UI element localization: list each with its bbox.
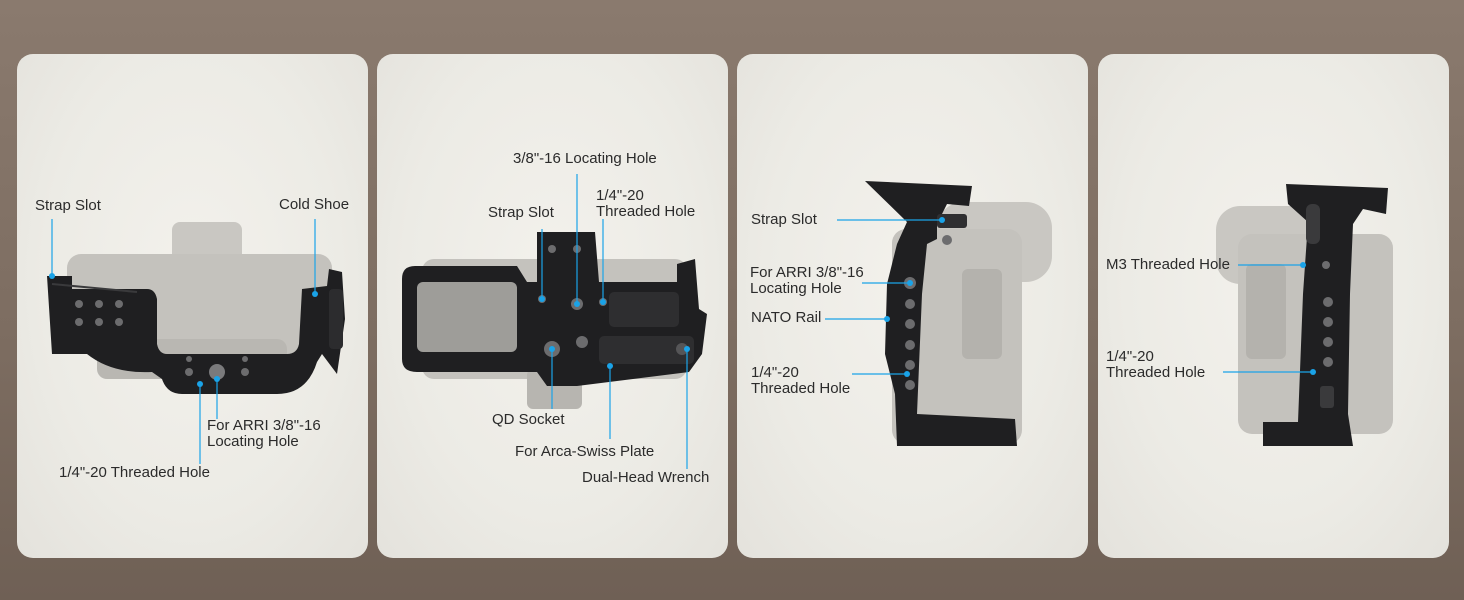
- camera-cage-right-side-illustration: [1216, 184, 1393, 446]
- label-arri-locating-hole: For ARRI 3/8"-16 Locating Hole: [750, 264, 864, 297]
- label-threaded-hole: 1/4"-20 Threaded Hole: [59, 464, 210, 481]
- label-cold-shoe: Cold Shoe: [279, 196, 350, 213]
- camera-cage-left-side-illustration: [825, 181, 1052, 446]
- panel-left-side-view: Strap Slot For ARRI 3/8"-16 Locating Hol…: [737, 54, 1088, 558]
- panel-right-side-view: M3 Threaded Hole 1/4"-20 Threaded Hole: [1098, 54, 1449, 558]
- label-strap-slot: Strap Slot: [35, 197, 101, 214]
- label-arca-swiss-plate: For Arca-Swiss Plate: [515, 443, 655, 460]
- label-dual-head-wrench: Dual-Head Wrench: [582, 469, 710, 486]
- label-qd-socket: QD Socket: [492, 411, 565, 428]
- label-arri-locating-hole: For ARRI 3/8"-16 Locating Hole: [207, 417, 321, 450]
- camera-cage-bottom-illustration: [47, 219, 345, 464]
- label-locating-hole: 3/8"-16 Locating Hole: [513, 150, 657, 167]
- panel-base-view: 3/8"-16 Locating Hole 1/4"-20 Threaded H…: [377, 54, 728, 558]
- label-threaded-hole: 1/4"-20 Threaded Hole: [751, 364, 851, 397]
- label-threaded-hole: 1/4"-20 Threaded Hole: [1106, 348, 1206, 381]
- label-strap-slot: Strap Slot: [751, 211, 817, 228]
- label-strap-slot: Strap Slot: [488, 204, 554, 221]
- panel-bottom-view: Strap Slot Cold Shoe For ARRI 3/8"-16 Lo…: [17, 54, 368, 558]
- label-threaded-hole: 1/4"-20 Threaded Hole: [596, 187, 696, 220]
- label-nato-rail: NATO Rail: [751, 309, 822, 326]
- camera-cage-base-illustration: [402, 174, 707, 469]
- label-m3-threaded-hole: M3 Threaded Hole: [1106, 256, 1230, 273]
